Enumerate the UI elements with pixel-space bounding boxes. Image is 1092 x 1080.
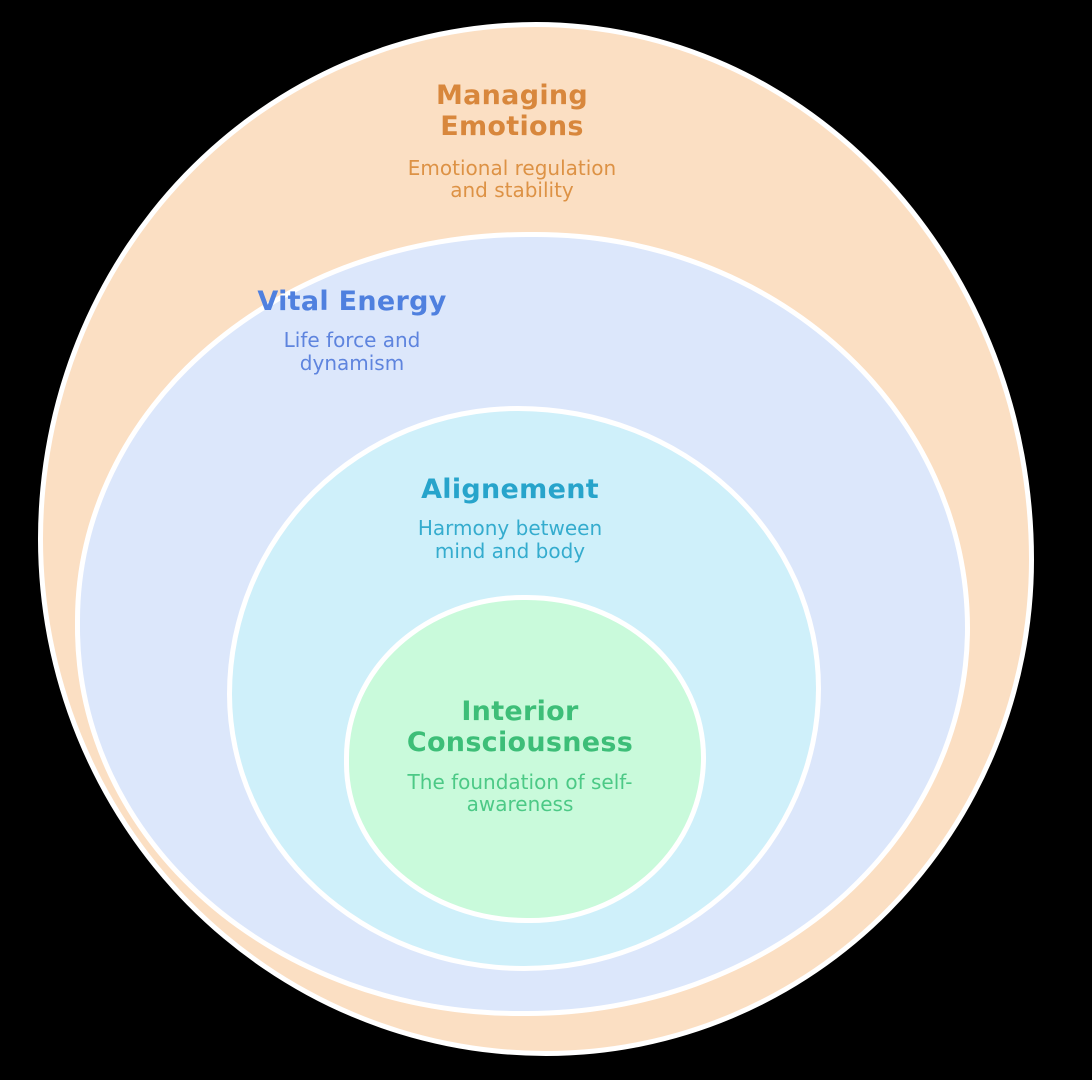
- alignement-label: Alignement Harmony between mind and body: [330, 474, 690, 563]
- alignement-subtitle: Harmony between mind and body: [417, 516, 603, 563]
- vital-energy-label: Vital Energy Life force and dynamism: [192, 286, 512, 375]
- alignement-title: Alignement: [421, 474, 599, 505]
- interior-consciousness-subtitle: The foundation of self-awareness: [407, 769, 633, 817]
- vital-energy-subtitle: Life force and dynamism: [283, 328, 421, 375]
- interior-consciousness-circle: [344, 595, 706, 923]
- managing-emotions-title: Managing Emotions: [435, 80, 589, 143]
- managing-emotions-subtitle: Emotional regulation and stability: [407, 155, 617, 203]
- interior-consciousness-label: Interior Consciousness The foundation of…: [340, 696, 700, 816]
- managing-emotions-label: Managing Emotions Emotional regulation a…: [332, 80, 692, 202]
- vital-energy-title: Vital Energy: [257, 286, 447, 317]
- interior-consciousness-title: Interior Consciousness: [406, 696, 634, 759]
